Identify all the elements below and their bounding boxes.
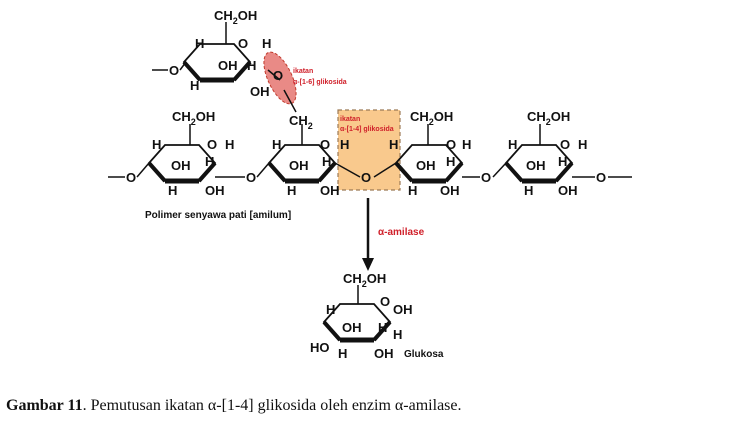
h-atom: H [262,36,271,51]
ring-oxygen: O [380,294,390,309]
svg-text:CH2OH: CH2OH [214,8,257,26]
figure-caption: Gambar 11. Pemutusan ikatan α-[1-4] glik… [6,397,732,415]
svg-text:CH2OH: CH2OH [527,109,570,127]
ch2oh-label: CH [214,8,233,23]
oh-group: OH [289,158,309,173]
glycosidic-oxygen-16: O [273,68,283,83]
h-atom: H [524,183,533,198]
bond-14-label-line2: α-[1-4] glikosida [340,126,394,133]
h-atom: H [338,346,347,361]
chain-oxygen: O [169,63,179,78]
h-atom: H [393,327,402,342]
h-atom: H [578,137,587,152]
oh-group: OH [440,183,460,198]
ch2oh-subscript: 2 [233,16,238,26]
h-atom: H [168,183,177,198]
oh-group: OH [374,346,394,361]
alpha-1-4-bond-highlight [337,109,401,191]
bond-16-label-line2: α-[1-6] glikosida [293,79,347,86]
h-atom: H [340,137,349,152]
ch2oh-tail: OH [238,8,258,23]
product-glucose: CH2OH H O OH OH H H HO H OH [310,271,413,361]
h-atom: H [508,137,517,152]
oh-group: OH [342,320,362,335]
ring-oxygen: O [238,36,248,51]
h-atom: H [378,320,387,335]
h-atom: H [558,154,567,169]
chain-glucose-unit-3: CH2OH H O H OH H H OH [389,109,471,198]
oh-group: OH [526,158,546,173]
h-atom: H [205,154,214,169]
h-atom: H [152,137,161,152]
h-atom: H [190,78,199,93]
ring-oxygen: O [446,137,456,152]
oh-group: OH [558,183,578,198]
product-label: Glukosa [404,349,444,360]
oh-group: OH [218,58,238,73]
caption-label: Gambar 11 [6,397,83,414]
branch-glucose-unit: CH2OH H O H OH H H OH O O [152,8,297,113]
svg-text:CH2OH: CH2OH [410,109,453,127]
h-atom: H [446,154,455,169]
h-atom: H [287,183,296,198]
chain-oxygen: O [596,170,606,185]
reaction-arrow-head [362,258,374,271]
h-atom: H [326,302,335,317]
oh-group: OH [416,158,436,173]
polymer-label: Polimer senyawa pati [amilum] [145,210,291,221]
ring-oxygen: O [320,137,330,152]
oh-group: OH [393,302,413,317]
h-atom: H [195,36,204,51]
svg-text:CH2OH: CH2OH [172,109,215,127]
oh-group: OH [250,84,270,99]
chain-oxygen: O [246,170,256,185]
chain-oxygen: O [481,170,491,185]
glycosidic-oxygen-14: O [361,170,371,185]
bond-14-label-line1: ikatan [340,116,360,123]
chain-glucose-unit-4: CH2OH H O H OH H H OH [506,109,587,198]
bond-16-label-line1: ikatan [293,68,313,75]
h-atom: H [462,137,471,152]
h-atom: H [272,137,281,152]
caption-text: . Pemutusan ikatan α-[1-4] glikosida ole… [82,397,462,414]
enzyme-label: α-amilase [378,227,425,238]
svg-text:CH2OH: CH2OH [343,271,386,289]
h-atom: H [247,58,256,73]
h-atom: H [322,154,331,169]
h-atom: H [408,183,417,198]
chain-oxygen: O [126,170,136,185]
oh-group: OH [320,183,340,198]
chain-glucose-unit-1: CH2OH H O H OH H H OH [149,109,234,198]
oh-group: OH [171,158,191,173]
h-atom: H [225,137,234,152]
ring-oxygen: O [207,137,217,152]
ring-oxygen: O [560,137,570,152]
oh-group: OH [205,183,225,198]
ch2-branch-carbon: CH2 [289,113,313,131]
chain-glucose-unit-2: CH2 H O H OH H H OH [269,113,349,198]
ho-group: HO [310,340,330,355]
h-atom: H [389,137,398,152]
